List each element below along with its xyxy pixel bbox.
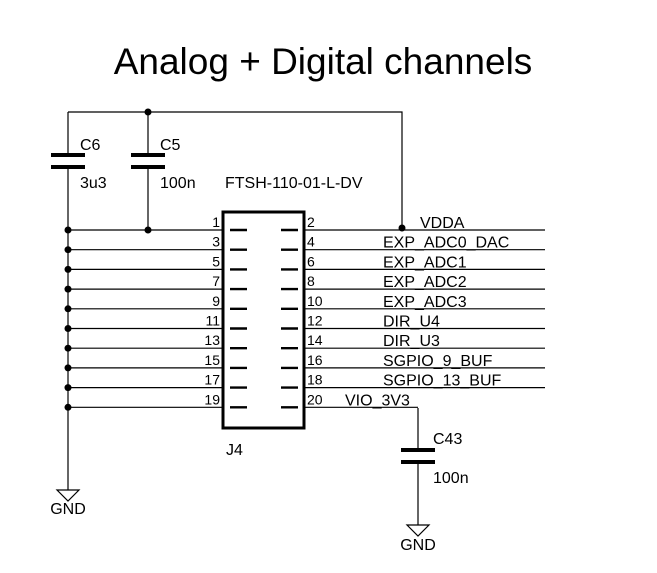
- pin-number-left: 7: [212, 273, 220, 289]
- net-label: EXP_ADC2: [383, 274, 467, 291]
- junction-left-row: [64, 403, 72, 411]
- pin-number-right: 16: [307, 352, 323, 368]
- junction-left-row: [64, 325, 72, 332]
- pin-number-right: 10: [307, 293, 323, 309]
- pin-number-left: 9: [212, 293, 220, 309]
- connector-body: [221, 210, 306, 430]
- pin-number-left: 19: [204, 391, 220, 407]
- pin-number-left: 15: [204, 352, 220, 368]
- junction-left-row: [64, 364, 72, 372]
- net-label: EXP_ADC0_DAC: [383, 235, 509, 252]
- pin-number-left: 1: [212, 214, 220, 230]
- junction-left-row: [64, 305, 72, 313]
- net-label: EXP_ADC1: [383, 254, 467, 271]
- gnd-symbol-right: [405, 524, 431, 537]
- net-label: DIR_U4: [383, 314, 440, 331]
- junction-left-row: [64, 265, 72, 273]
- junction-left-row: [64, 226, 72, 234]
- c43-value: 100n: [433, 470, 469, 487]
- junction-left-row: [64, 344, 72, 352]
- net-label: VIO_3V3: [345, 392, 410, 409]
- pin-number-left: 13: [204, 332, 220, 348]
- pin-number-left: 17: [204, 372, 220, 388]
- pin-number-right: 6: [307, 253, 315, 269]
- c6-ref: C6: [80, 137, 101, 154]
- pin-number-right: 14: [307, 332, 323, 348]
- junction-left-row: [64, 246, 72, 254]
- c5-ref: C5: [160, 137, 181, 154]
- gnd-label-right: GND: [400, 537, 436, 554]
- connector-ref: J4: [226, 442, 243, 459]
- vdda-rail: [68, 111, 403, 228]
- net-label: SGPIO_9_BUF: [383, 353, 493, 370]
- pin-number-right: 12: [307, 313, 323, 329]
- pin-number-right: 8: [307, 273, 315, 289]
- pin-number-left: 3: [212, 234, 220, 250]
- junction-left-row: [64, 285, 72, 293]
- net-label: VDDA: [420, 215, 465, 232]
- net-label: EXP_ADC3: [383, 294, 467, 311]
- c5-value: 100n: [160, 175, 196, 192]
- net-label: DIR_U3: [383, 333, 440, 350]
- pin-number-left: 11: [205, 313, 220, 329]
- connector-part-number: FTSH-110-01-L-DV: [225, 175, 363, 192]
- pin-number-right: 2: [307, 214, 315, 230]
- net-label: SGPIO_13_BUF: [383, 373, 502, 390]
- gnd-symbol-left: [55, 489, 81, 502]
- pin-number-right: 4: [307, 234, 315, 250]
- pin-number-right: 20: [307, 391, 323, 407]
- pin-number-left: 5: [212, 253, 220, 269]
- c43-ref: C43: [433, 431, 462, 448]
- junction-left-row: [64, 384, 72, 392]
- junction-vdda: [398, 224, 406, 232]
- c6-value: 3u3: [80, 175, 107, 192]
- pin-number-right: 18: [307, 372, 323, 388]
- diagram-title: Analog + Digital channels: [114, 41, 533, 82]
- gnd-label-left: GND: [50, 501, 86, 518]
